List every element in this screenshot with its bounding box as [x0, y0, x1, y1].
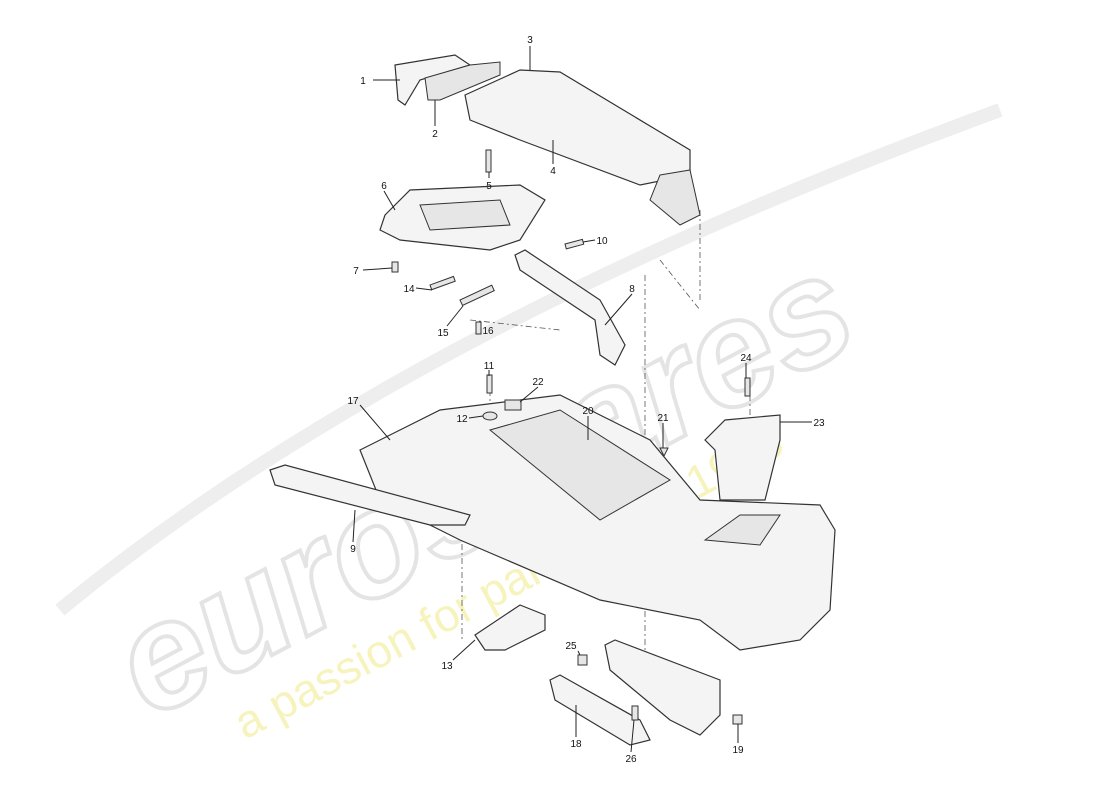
callout-12[interactable]: 12: [456, 414, 468, 425]
part-bin-23[interactable]: [704, 414, 781, 501]
part-bracket-13[interactable]: [474, 604, 546, 651]
callout-7[interactable]: 7: [353, 266, 359, 277]
callout-21[interactable]: 21: [657, 413, 669, 424]
part-cup-holder-6[interactable]: [379, 184, 546, 251]
part-armrest-lid-3[interactable]: [464, 69, 701, 226]
callout-18[interactable]: 18: [570, 739, 582, 750]
callout-3[interactable]: 3: [527, 35, 533, 46]
callout-26[interactable]: 26: [625, 754, 637, 765]
part-side-trim-9[interactable]: [269, 464, 471, 526]
leader-lines: [352, 46, 812, 753]
callout-23[interactable]: 23: [813, 418, 825, 429]
callout-10[interactable]: 10: [596, 236, 608, 247]
callout-13[interactable]: 13: [441, 661, 453, 672]
callout-5[interactable]: 5: [486, 181, 492, 192]
callout-16[interactable]: 16: [482, 326, 494, 337]
callout-15[interactable]: 15: [437, 328, 449, 339]
callout-24[interactable]: 24: [740, 353, 752, 364]
part-bracket-8[interactable]: [514, 249, 626, 366]
callout-9[interactable]: 9: [350, 544, 356, 555]
callout-8[interactable]: 8: [629, 284, 635, 295]
callout-19[interactable]: 19: [732, 745, 744, 756]
fasteners: [391, 149, 751, 725]
callout-25[interactable]: 25: [565, 641, 577, 652]
callout-2[interactable]: 2: [432, 129, 438, 140]
callout-22[interactable]: 22: [532, 377, 544, 388]
callout-14[interactable]: 14: [403, 284, 415, 295]
callout-labels: 1 2 3 4 5 6 7 8 9 10 11 12 13 14 15 16 1…: [347, 35, 825, 765]
callout-1[interactable]: 1: [360, 76, 366, 87]
callout-20[interactable]: 20: [582, 406, 594, 417]
callout-11[interactable]: 11: [484, 361, 495, 372]
callout-17[interactable]: 17: [347, 396, 359, 407]
callout-4[interactable]: 4: [550, 166, 556, 177]
part-console-base-17[interactable]: [359, 394, 836, 651]
part-storage-tray-1[interactable]: [394, 54, 501, 106]
callout-6[interactable]: 6: [381, 181, 387, 192]
part-mount-bracket-18[interactable]: [549, 639, 721, 746]
